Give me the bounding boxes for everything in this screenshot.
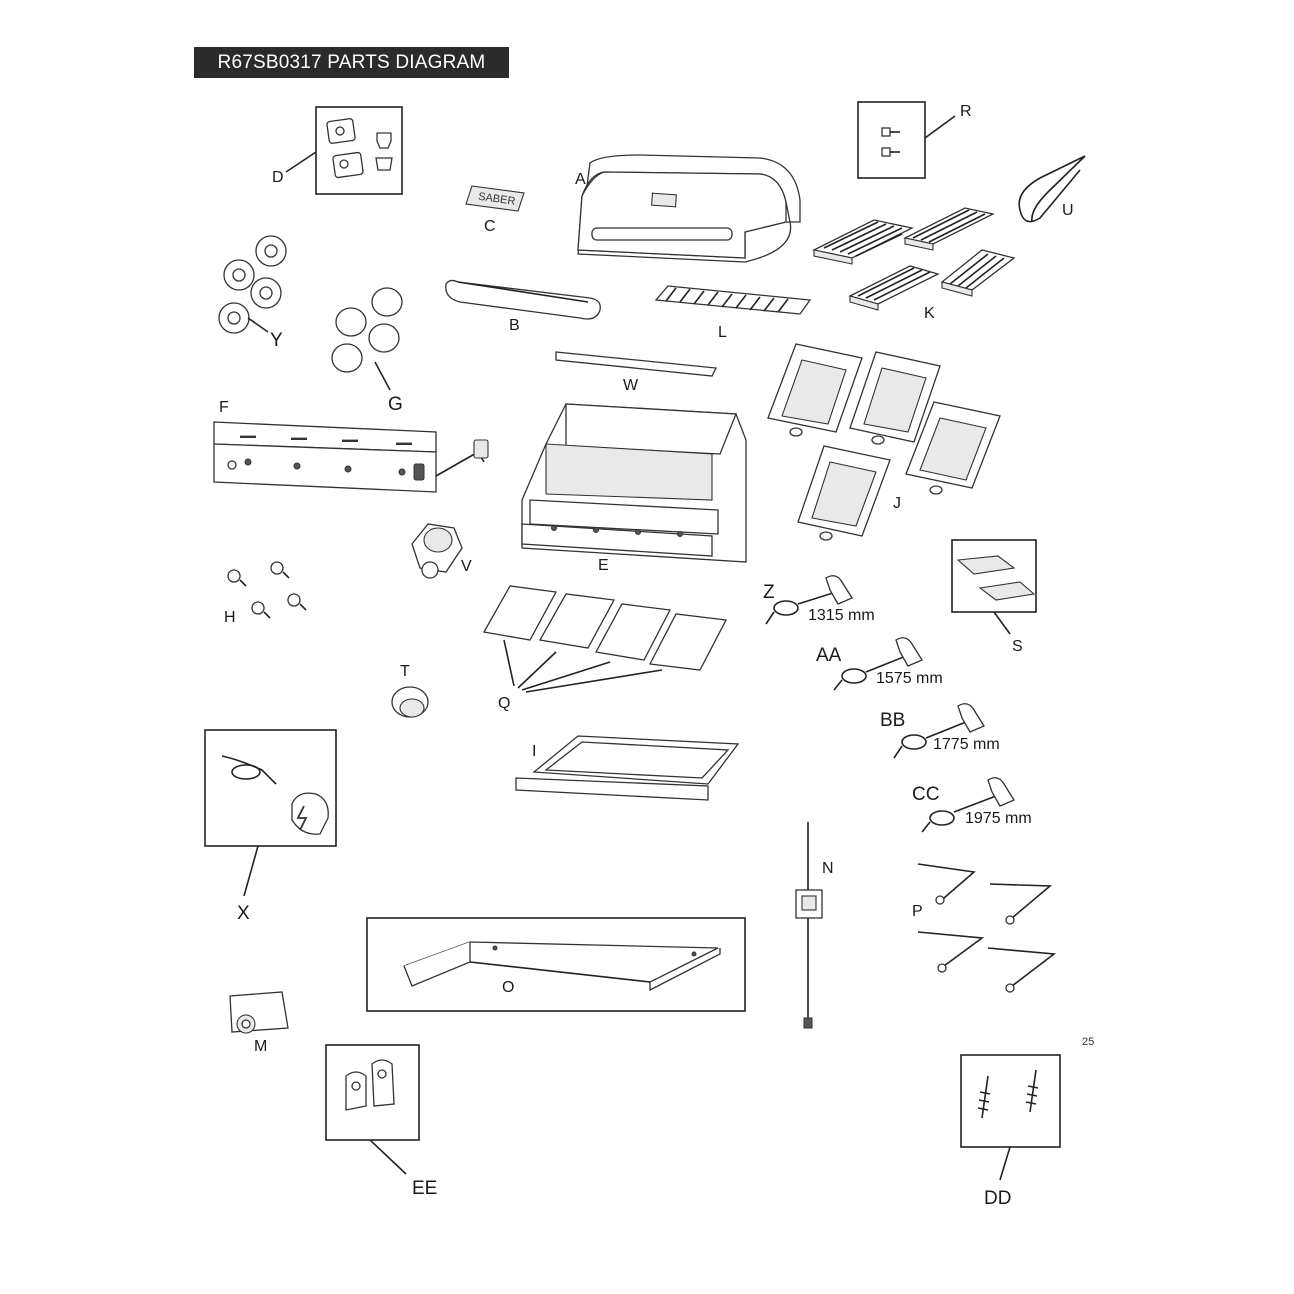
part-n-cord bbox=[795, 822, 823, 1029]
part-w-strip bbox=[555, 351, 718, 377]
label-n: N bbox=[822, 860, 834, 877]
part-q-plates bbox=[482, 585, 728, 693]
label-z: Z bbox=[763, 582, 775, 603]
diagram-title: R67SB0317 PARTS DIAGRAM bbox=[194, 47, 509, 78]
part-t-igniter bbox=[391, 686, 429, 718]
label-d: D bbox=[272, 169, 284, 186]
part-dd-box bbox=[960, 1054, 1061, 1181]
part-g-knobs bbox=[331, 287, 403, 391]
label-j: J bbox=[893, 495, 901, 512]
label-o: O bbox=[502, 979, 514, 996]
label-bb: BB bbox=[880, 710, 905, 731]
part-s-box bbox=[951, 539, 1037, 635]
label-v: V bbox=[461, 558, 472, 575]
label-m: M bbox=[254, 1038, 267, 1055]
part-h-clips bbox=[227, 561, 307, 619]
label-w: W bbox=[623, 377, 639, 394]
part-z-wire bbox=[765, 575, 853, 625]
part-i-frame bbox=[515, 735, 740, 801]
wire-length-cc: 1975 mm bbox=[965, 810, 1032, 827]
label-y: Y bbox=[270, 330, 283, 351]
part-d-box bbox=[285, 106, 403, 195]
part-o-box bbox=[366, 917, 746, 1012]
label-t: T bbox=[400, 663, 410, 680]
svg-text:▬▬: ▬▬ bbox=[396, 438, 412, 447]
label-i: I bbox=[532, 743, 536, 760]
label-q: Q bbox=[498, 695, 510, 712]
label-b: B bbox=[509, 317, 520, 334]
svg-text:▬▬: ▬▬ bbox=[291, 433, 307, 442]
wire-length-bb: 1775 mm bbox=[933, 736, 1000, 753]
wire-length-aa: 1575 mm bbox=[876, 670, 943, 687]
label-ee: EE bbox=[412, 1178, 437, 1199]
part-e-body bbox=[521, 403, 747, 563]
wire-length-z: 1315 mm bbox=[808, 607, 875, 624]
part-a-hood bbox=[577, 154, 801, 263]
badge-brand-text: SABER bbox=[477, 191, 516, 208]
page-number: 25 bbox=[1082, 1036, 1095, 1048]
label-aa: AA bbox=[816, 645, 842, 666]
label-f: F bbox=[219, 399, 229, 416]
label-e: E bbox=[598, 557, 609, 574]
label-g: G bbox=[388, 394, 403, 415]
part-j-fireboxes bbox=[767, 343, 1001, 541]
part-b-handle bbox=[445, 279, 601, 320]
part-aa-wire bbox=[833, 637, 923, 691]
label-k: K bbox=[924, 305, 935, 322]
part-p-valves bbox=[917, 863, 1057, 993]
label-u: U bbox=[1062, 202, 1074, 219]
label-s: S bbox=[1012, 638, 1023, 655]
part-x-box bbox=[204, 729, 337, 897]
part-f-panel: ▬▬ ▬▬ ▬▬ ▬▬ bbox=[213, 421, 489, 493]
part-l-rack bbox=[654, 285, 812, 315]
part-cc-wire bbox=[921, 777, 1015, 833]
svg-text:▬▬: ▬▬ bbox=[240, 431, 256, 440]
part-c-badge: SABER bbox=[465, 185, 525, 212]
label-l: L bbox=[718, 324, 727, 341]
part-v-regulator bbox=[411, 523, 463, 579]
label-p: P bbox=[912, 903, 923, 920]
label-x: X bbox=[237, 903, 250, 924]
label-a: A bbox=[575, 171, 586, 188]
label-c: C bbox=[484, 218, 496, 235]
part-y-knobs bbox=[218, 235, 287, 334]
svg-text:▬▬: ▬▬ bbox=[342, 435, 358, 444]
part-r-box bbox=[857, 101, 956, 179]
label-cc: CC bbox=[912, 784, 939, 805]
label-h: H bbox=[224, 609, 236, 626]
part-u-hook bbox=[1018, 155, 1086, 223]
part-k-grates bbox=[812, 207, 1016, 311]
part-m-module bbox=[229, 991, 289, 1034]
label-r: R bbox=[960, 103, 972, 120]
part-bb-wire bbox=[893, 703, 985, 759]
part-ee-box bbox=[325, 1044, 420, 1175]
label-dd: DD bbox=[984, 1188, 1011, 1209]
